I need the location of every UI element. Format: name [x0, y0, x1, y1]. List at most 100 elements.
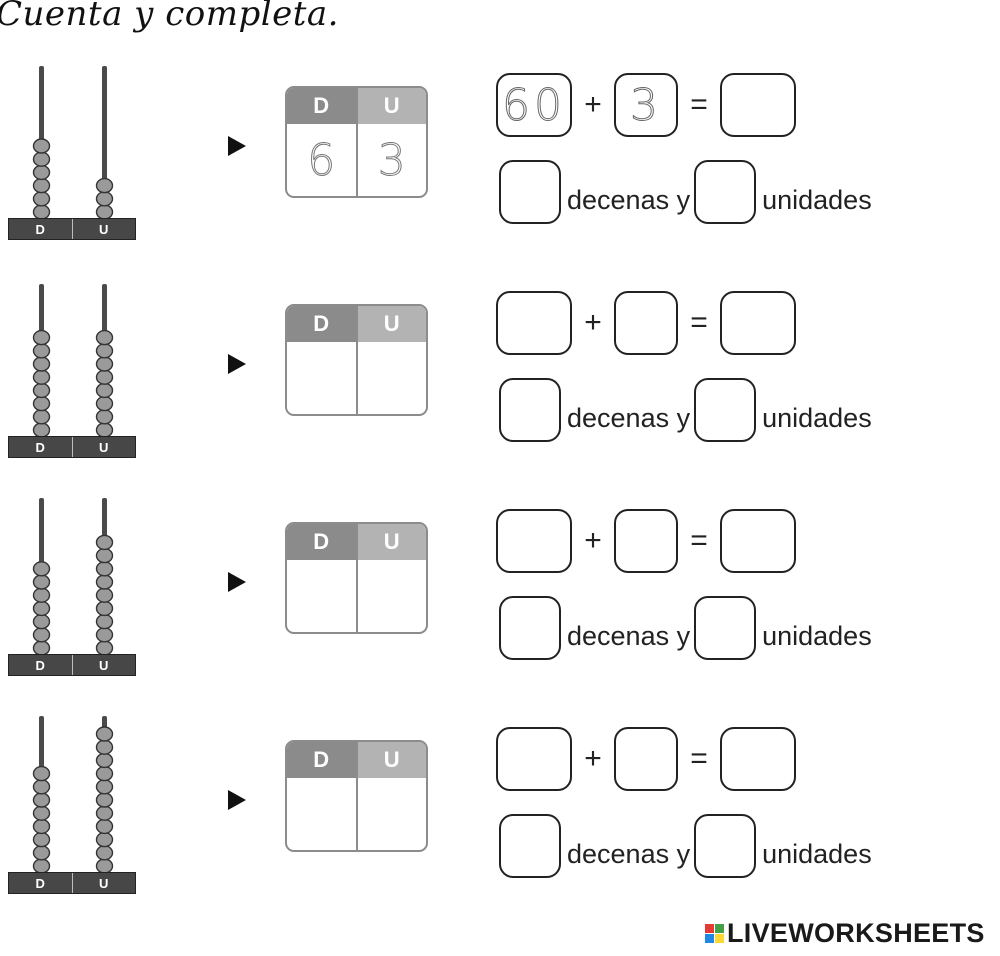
arrow-right-icon	[228, 572, 246, 592]
units-bead	[95, 574, 114, 590]
place-value-table: D U	[285, 304, 428, 416]
units-bead	[95, 395, 114, 412]
unidades-label: unidades	[762, 621, 872, 651]
table-units-header: U	[357, 306, 426, 342]
units-count-box[interactable]	[694, 378, 757, 442]
units-addend-box[interactable]	[614, 509, 678, 573]
tens-bead	[32, 792, 51, 808]
table-units-header: U	[357, 88, 426, 124]
units-bead	[95, 547, 114, 564]
abacus-tens-label: D	[9, 219, 73, 239]
decenas-label: decenas y	[567, 621, 691, 651]
tens-bead	[32, 574, 51, 590]
abacus-beads	[32, 534, 114, 656]
tens-count-box[interactable]	[499, 596, 561, 660]
units-bead	[95, 329, 114, 346]
abacus-base: D U	[8, 436, 136, 458]
units-bead	[95, 818, 114, 835]
place-value-table: D 6 U 3	[285, 86, 428, 198]
units-bead	[95, 369, 114, 385]
plus-sign: +	[584, 524, 602, 557]
units-bead	[95, 561, 114, 577]
exercise-row: D U D U + = decenas y unidade	[0, 498, 1000, 698]
tens-bead	[32, 640, 51, 656]
decomposition-sentence: decenas y unidades	[499, 594, 876, 660]
units-bead	[95, 765, 114, 782]
tens-bead	[32, 858, 51, 874]
sum-box[interactable]	[720, 727, 796, 791]
decenas-label: decenas y	[567, 839, 691, 869]
tens-count-box[interactable]	[499, 814, 561, 878]
tens-addend-box[interactable]	[496, 727, 572, 791]
units-bead	[95, 587, 114, 603]
table-tens-cell[interactable]	[287, 778, 356, 850]
units-bead	[95, 409, 114, 425]
table-units-cell[interactable]: 3	[377, 134, 406, 186]
units-bead	[95, 779, 114, 795]
abacus: D U	[8, 280, 138, 480]
place-value-table: D U	[285, 522, 428, 634]
units-count-box[interactable]	[694, 160, 757, 224]
equals-sign: =	[690, 524, 708, 557]
tens-bead	[32, 422, 51, 438]
decomposition-sentence: decenas y unidades	[499, 376, 876, 442]
table-units-header: U	[357, 524, 426, 560]
sum-box[interactable]	[720, 73, 796, 137]
abacus-tens-label: D	[9, 655, 73, 675]
decomposition-sentence: decenas y unidades	[499, 158, 876, 224]
tens-bead	[32, 177, 51, 194]
logo-square-blue	[705, 934, 714, 943]
abacus: D U	[8, 498, 138, 698]
abacus-beads	[32, 138, 114, 220]
units-addend-box[interactable]	[614, 291, 678, 355]
table-tens-header: D	[287, 742, 356, 778]
tens-count-box[interactable]	[499, 378, 561, 442]
units-addend-box[interactable]: 3	[614, 73, 678, 137]
table-units-cell[interactable]	[358, 778, 427, 850]
tens-bead	[32, 369, 51, 385]
brand-name: LIVEWORKSHEETS	[727, 918, 985, 948]
table-units-cell[interactable]	[358, 342, 427, 414]
unidades-label: unidades	[762, 403, 872, 433]
tens-bead	[32, 805, 51, 821]
abacus-base: D U	[8, 654, 136, 676]
units-bead	[95, 805, 114, 821]
tens-bead	[32, 831, 51, 848]
tens-addend-box[interactable]: 60	[496, 73, 572, 137]
plus-sign: +	[584, 306, 602, 339]
tens-bead	[32, 600, 51, 617]
tens-count-box[interactable]	[499, 160, 561, 224]
units-bead	[95, 600, 114, 617]
tens-bead	[32, 343, 51, 359]
table-tens-cell[interactable]	[287, 560, 356, 632]
abacus-units-label: U	[99, 222, 109, 237]
units-addend-box[interactable]	[614, 727, 678, 791]
tens-bead	[32, 395, 51, 412]
table-tens-cell[interactable]	[287, 342, 356, 414]
logo-square-red	[705, 924, 714, 933]
abacus-units-label: U	[99, 876, 109, 891]
tens-bead	[32, 329, 51, 346]
tens-addend-box[interactable]	[496, 291, 572, 355]
units-bead	[95, 382, 114, 399]
units-count-box[interactable]	[694, 596, 757, 660]
decenas-label: decenas y	[567, 185, 691, 215]
abacus-units-label: U	[99, 658, 109, 673]
plus-sign: +	[584, 88, 602, 121]
abacus-tens-label: D	[9, 873, 73, 893]
table-tens-cell[interactable]: 6	[307, 134, 336, 186]
decomposition-sentence: decenas y unidades	[499, 812, 876, 878]
arrow-right-icon	[228, 790, 246, 810]
units-count-box[interactable]	[694, 814, 757, 878]
units-bead	[95, 191, 114, 207]
addition-equation: + =	[496, 508, 796, 574]
table-units-cell[interactable]	[358, 560, 427, 632]
sum-box[interactable]	[720, 291, 796, 355]
sum-box[interactable]	[720, 509, 796, 573]
tens-bead	[32, 138, 51, 154]
tens-addend-box[interactable]	[496, 509, 572, 573]
units-bead	[95, 752, 114, 769]
tens-bead	[32, 191, 51, 207]
table-tens-header: D	[287, 88, 356, 124]
logo-square-green	[715, 924, 724, 933]
